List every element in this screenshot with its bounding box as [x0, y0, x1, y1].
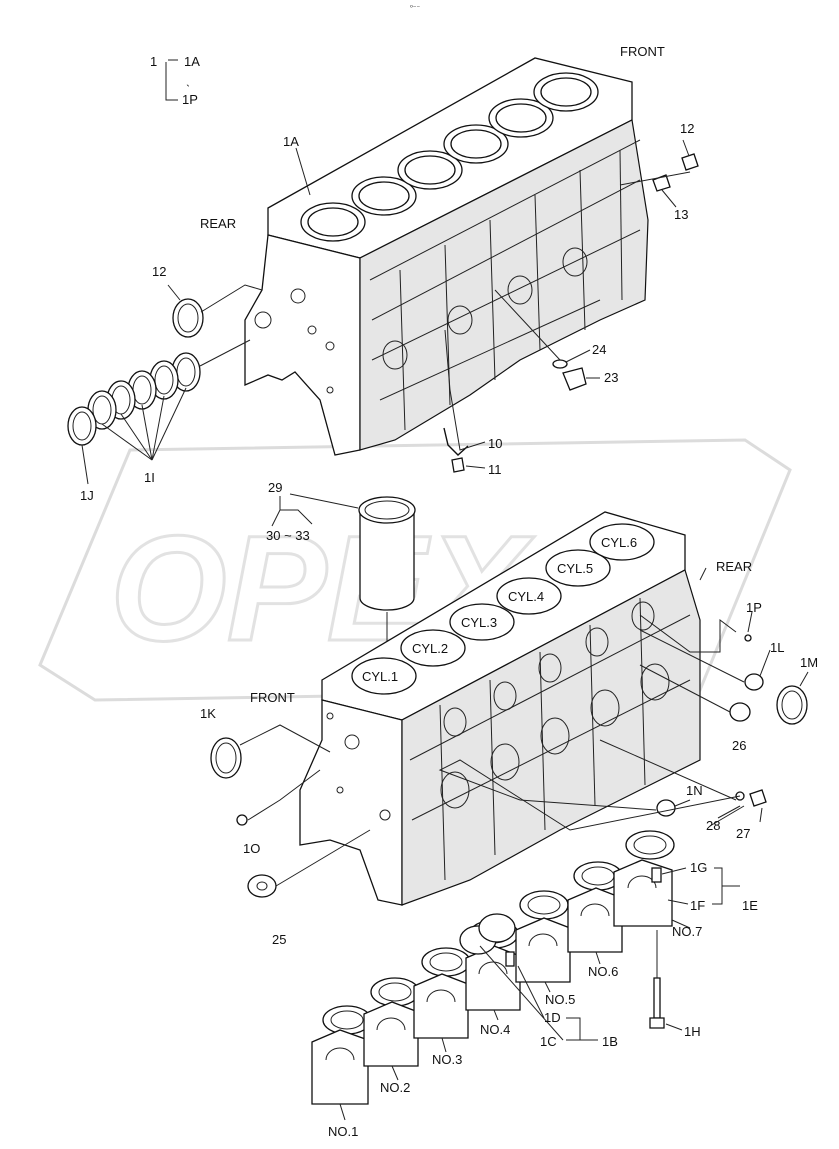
label-front-lower: FRONT: [250, 690, 295, 705]
upper-labels: 1 1A ˎ 1P FRONT REAR 1A 12 13 12 24 23 1…: [80, 44, 694, 503]
callout-1D: 1D: [544, 1010, 561, 1025]
main-bearing-caps: [311, 830, 675, 1105]
callout-1C: 1C: [540, 1034, 557, 1049]
plug-1L: [744, 673, 764, 691]
cap-leaders: [339, 867, 740, 1121]
plug-13: [652, 174, 671, 192]
cylinder-liner-29: [358, 496, 416, 611]
cyl-4-label: CYL.4: [508, 589, 544, 604]
bolt-11: [451, 457, 465, 473]
cap-label-no4: NO.4: [480, 1022, 510, 1037]
seal-1K: [210, 737, 242, 779]
callout-1O: 1O: [243, 841, 260, 856]
label-front-upper: FRONT: [620, 44, 665, 59]
callout-1K: 1K: [200, 706, 216, 721]
callout-13: 13: [674, 207, 688, 222]
label-rear-lower: REAR: [716, 559, 752, 574]
callout-12-rear: 12: [152, 264, 166, 279]
oil-jet-10: [443, 427, 469, 456]
thrust-washers: [459, 913, 516, 955]
legend-sep: ˎ: [186, 72, 190, 87]
callout-1B: 1B: [602, 1034, 618, 1049]
cap-label-no7: NO.7: [672, 924, 702, 939]
callout-10: 10: [488, 436, 502, 451]
bearing-cap-2: [363, 977, 420, 1067]
cap-label-no2: NO.2: [380, 1080, 410, 1095]
legend-last: 1P: [182, 92, 198, 107]
callout-1P: 1P: [746, 600, 762, 615]
ring-24: [552, 359, 568, 369]
lower-cylinder-block: [299, 511, 701, 906]
callout-1E: 1E: [742, 898, 758, 913]
main-bolt-1H: [649, 977, 665, 1029]
callout-29: 29: [268, 480, 282, 495]
callout-1L: 1L: [770, 640, 784, 655]
cap-label-no1: NO.1: [328, 1124, 358, 1139]
cyl-6-label: CYL.6: [601, 535, 637, 550]
lower-labels: REAR FRONT 1P 1L 1M 26 1K 1O 1N 28 27 25: [200, 559, 818, 947]
seal-1M: [776, 685, 808, 725]
callout-28: 28: [706, 818, 720, 833]
callout-1F: 1F: [690, 898, 705, 913]
lower-small-parts: [210, 634, 808, 898]
callout-25: 25: [272, 932, 286, 947]
callout-27: 27: [736, 826, 750, 841]
callout-26: 26: [732, 738, 746, 753]
ring-1O: [236, 814, 248, 826]
callout-1M: 1M: [800, 655, 818, 670]
cap-label-no5: NO.5: [545, 992, 575, 1007]
plug-1N: [656, 799, 676, 817]
bearing-cap-7: [613, 830, 675, 927]
cap-labels: NO.1 NO.2 NO.3 NO.4 NO.5 NO.6 NO.7 1G 1F…: [328, 860, 758, 1139]
callout-12-front: 12: [680, 121, 694, 136]
callout-1N: 1N: [686, 783, 703, 798]
cyl-1-label: CYL.1: [362, 669, 398, 684]
cyl-2-label: CYL.2: [412, 641, 448, 656]
lower-leaders: [239, 567, 809, 887]
cyl-5-label: CYL.5: [557, 561, 593, 576]
legend-root: 1: [150, 54, 157, 69]
washer-25: [247, 874, 277, 898]
cap-label-no6: NO.6: [588, 964, 618, 979]
cap-label-no3: NO.3: [432, 1052, 462, 1067]
upper-leaders: [81, 59, 691, 485]
plug-12-front: [681, 153, 699, 171]
callout-1A: 1A: [283, 134, 299, 149]
bearing-cap-1: [311, 1005, 372, 1105]
callout-11: 11: [488, 462, 502, 477]
seal-ring-12-rear: [172, 298, 204, 338]
callout-1I: 1I: [144, 470, 155, 485]
callout-23: 23: [604, 370, 618, 385]
upper-small-parts: [67, 153, 699, 473]
cyl-3-label: CYL.3: [461, 615, 497, 630]
callout-30-33: 30 ~ 33: [266, 528, 310, 543]
callout-24: 24: [592, 342, 606, 357]
callout-1H: 1H: [684, 1024, 701, 1039]
top-mark: ⁰⁻⁻: [410, 4, 421, 12]
plug-26: [729, 702, 751, 722]
bearing-cap-5: [515, 890, 571, 983]
bushing-1J: [67, 406, 97, 446]
cylinder-labels: CYL.1 CYL.2 CYL.3 CYL.4 CYL.5 CYL.6: [362, 535, 637, 684]
callout-1G: 1G: [690, 860, 707, 875]
upper-cylinder-block: [244, 57, 649, 456]
label-rear-upper: REAR: [200, 216, 236, 231]
bearing-cap-3: [413, 947, 471, 1039]
plug-1P: [744, 634, 752, 642]
plug-27: [749, 789, 767, 807]
plug-23: [562, 367, 587, 391]
callout-1J: 1J: [80, 488, 94, 503]
legend-first: 1A: [184, 54, 200, 69]
